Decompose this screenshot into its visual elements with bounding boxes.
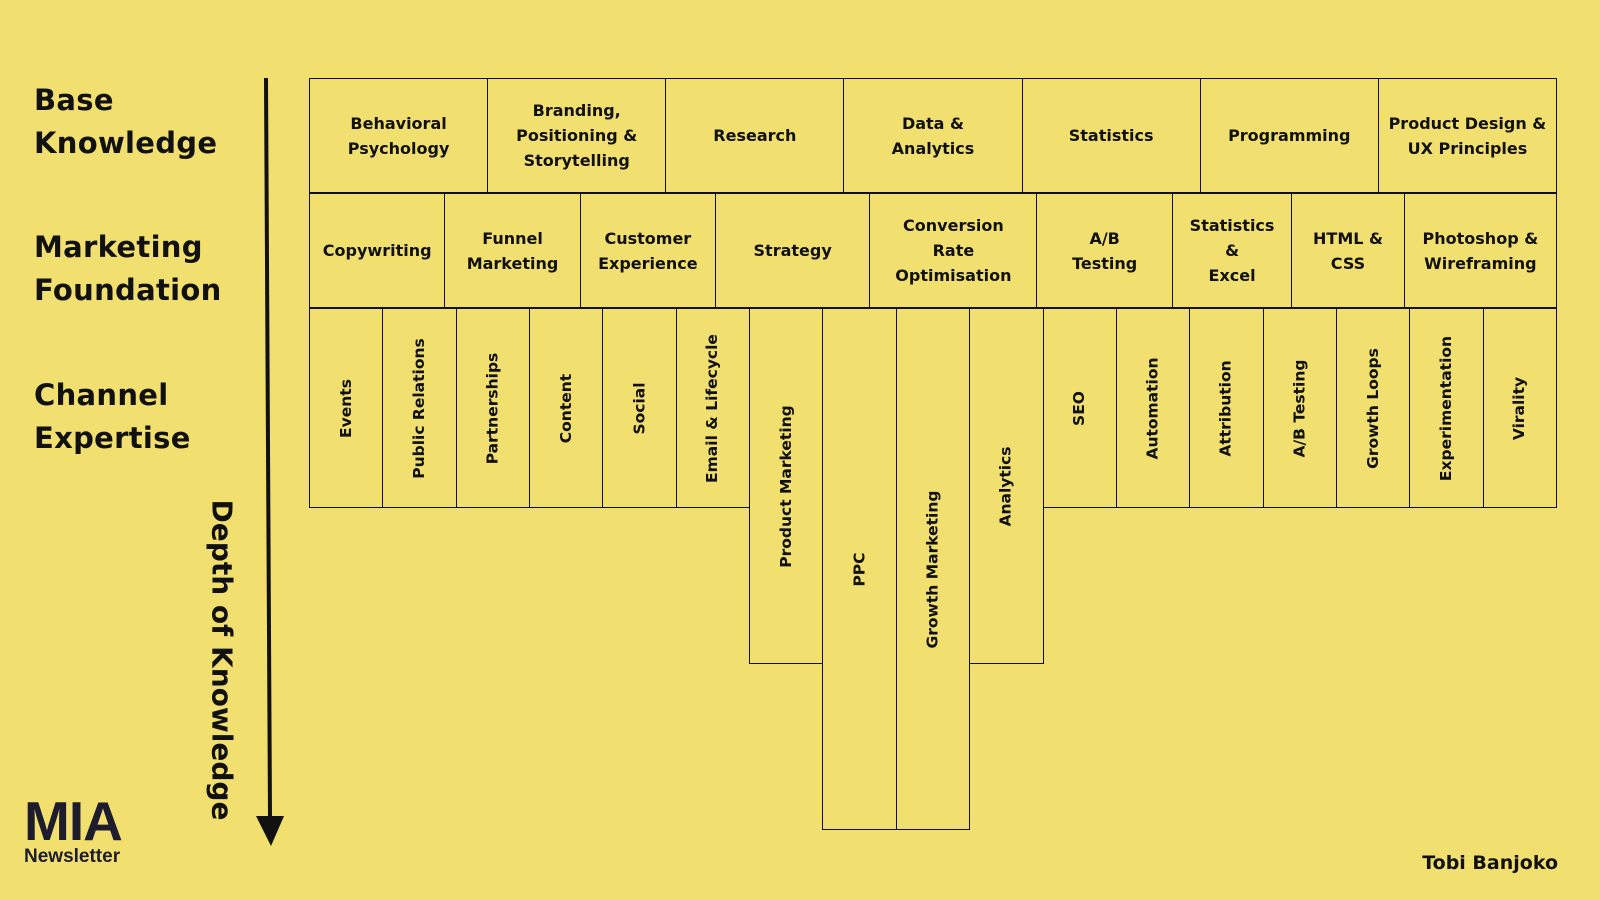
base-knowledge-cell: Branding,Positioning &Storytelling: [487, 78, 667, 193]
channel-expertise-cell: Growth Loops: [1335, 308, 1411, 508]
cell-label: Events: [336, 378, 355, 438]
author-credit: Tobi Banjoko: [1422, 852, 1558, 874]
cell-label: Social: [630, 381, 649, 435]
cell-label: Public Relations: [410, 337, 429, 479]
channel-expertise-cell: Content: [529, 308, 604, 508]
channel-expertise-cell: Email & Lifecycle: [675, 308, 751, 508]
cell-label: Photoshop &Wireframing: [1422, 228, 1539, 273]
logo-subtitle: Newsletter: [24, 846, 121, 867]
cell-label: Statistics&Excel: [1189, 216, 1275, 285]
cell-label: Data &Analytics: [891, 113, 975, 158]
cell-label: Product Marketing: [776, 404, 795, 568]
level-label-base: Base Knowledge: [34, 79, 217, 165]
channel-expertise-cell: Attribution: [1189, 308, 1264, 508]
cell-label: Product Design &UX Principles: [1388, 113, 1547, 158]
channel-expertise-cell: Events: [309, 308, 384, 508]
depth-arrow-head: [256, 816, 284, 846]
channel-expertise-cell: SEO: [1042, 308, 1117, 508]
channel-expertise-cell: PPC: [822, 308, 897, 830]
cell-label: PPC: [850, 551, 869, 587]
depth-arrow-line: [264, 77, 272, 819]
base-knowledge-cell: Statistics: [1021, 78, 1201, 193]
cell-label: Partnerships: [483, 352, 502, 464]
level-label-line: Knowledge: [34, 126, 218, 160]
cell-label: A/B Testing: [1290, 359, 1309, 457]
logo-title: MIA: [24, 790, 123, 852]
level-label-marketing: Marketing Foundation: [34, 226, 222, 312]
channel-expertise-cell: Public Relations: [382, 308, 457, 508]
level-label-channel: Channel Expertise: [34, 374, 191, 460]
cell-label: Statistics: [1068, 126, 1154, 145]
cell-label: Content: [556, 373, 575, 443]
channel-expertise-cell: Product Marketing: [749, 308, 824, 664]
depth-axis-label: Depth of Knowledge: [205, 499, 239, 821]
marketing-foundation-cell: Photoshop &Wireframing: [1403, 193, 1557, 308]
cell-label: Programming: [1228, 126, 1351, 145]
cell-label: Growth Loops: [1363, 347, 1382, 469]
level-label-line: Channel: [34, 378, 169, 412]
channel-expertise-cell: Growth Marketing: [895, 308, 971, 830]
channel-expertise-cell: Experimentation: [1409, 308, 1484, 508]
cell-label: SEO: [1070, 390, 1089, 426]
channel-expertise-cell: Automation: [1115, 308, 1191, 508]
cell-label: Research: [713, 126, 797, 145]
cell-label: Growth Marketing: [923, 490, 942, 648]
cell-label: Experimentation: [1436, 335, 1455, 481]
level-label-line: Expertise: [34, 421, 191, 455]
mia-logo: MIA Newsletter: [24, 790, 123, 868]
cell-label: Copywriting: [322, 241, 432, 260]
marketing-foundation-cell: Statistics&Excel: [1171, 193, 1293, 308]
channel-expertise-cell: Analytics: [969, 308, 1044, 664]
marketing-foundation-cell: HTML &CSS: [1291, 193, 1405, 308]
cell-label: Email & Lifecycle: [703, 333, 722, 483]
base-knowledge-cell: Product Design &UX Principles: [1377, 78, 1557, 193]
cell-label: Analytics: [996, 445, 1015, 527]
channel-expertise-cell: Social: [602, 308, 677, 508]
base-knowledge-cell: Data &Analytics: [843, 78, 1023, 193]
base-knowledge-cell: Programming: [1199, 78, 1379, 193]
cell-label: Strategy: [753, 241, 832, 260]
channel-expertise-cell: Partnerships: [455, 308, 531, 508]
cell-label: Branding,Positioning &Storytelling: [516, 101, 638, 170]
marketing-foundation-cell: Copywriting: [309, 193, 446, 308]
cell-label: Automation: [1143, 356, 1162, 460]
level-label-line: Base: [34, 83, 114, 117]
level-label-line: Marketing: [34, 230, 203, 264]
base-knowledge-cell: Research: [665, 78, 845, 193]
marketing-foundation-cell: Strategy: [715, 193, 871, 308]
channel-expertise-cell: A/B Testing: [1262, 308, 1337, 508]
cell-label: Attribution: [1216, 359, 1235, 457]
channel-expertise-cell: Virality: [1482, 308, 1557, 508]
level-label-line: Foundation: [34, 273, 222, 307]
cell-label: HTML &CSS: [1313, 228, 1383, 273]
cell-label: Virality: [1510, 376, 1529, 440]
depth-arrow: [256, 77, 284, 846]
